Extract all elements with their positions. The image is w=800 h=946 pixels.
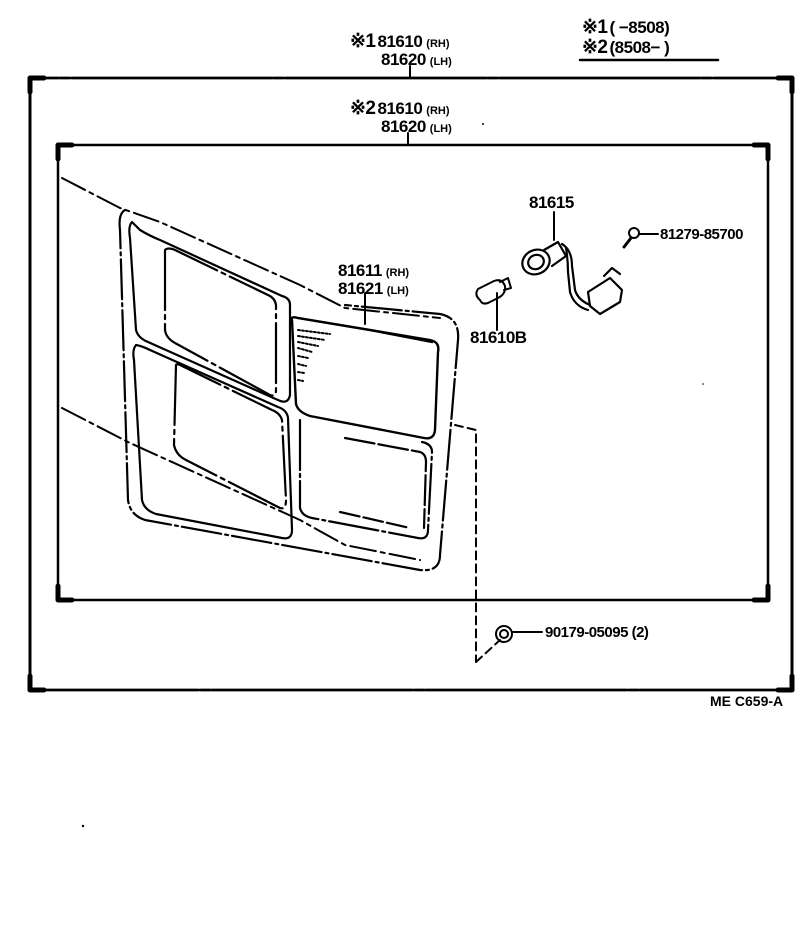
inner-assembly-mark: ※2 [350,98,376,119]
inner-assembly-lh: 81620 [381,117,426,136]
bulb-label: 81610B [470,328,527,347]
inner-assembly-frame [55,142,771,603]
main-lens-lower [298,418,434,540]
note-2-mark: ※2 [582,37,608,58]
socket-label: 81615 [529,193,574,212]
date-range-note: ※1( −8508) ※2(8508− ) [582,17,670,58]
outer-assembly-rh: 81610 [377,32,423,51]
lower-left-window [172,363,288,510]
screw-drawing [622,227,640,249]
outer-assembly-frame [27,75,795,693]
lens-rh-number: 81611 [338,261,382,280]
lens-label: 81611(RH) 81621(LH) [338,261,410,298]
nut-drawing [495,625,513,643]
screw-label: 81279-85700 [660,226,743,243]
note-1-range: ( −8508) [609,18,670,37]
outer-assembly-lh: 81620 [381,50,426,69]
main-lens-upper [290,316,440,440]
outer-assembly-mark: ※1 [350,31,376,52]
note-1-mark: ※1 [582,17,608,38]
body-panel [61,177,441,561]
lamp-housing [118,208,460,572]
socket-drawing [521,240,624,316]
nut-mount-path [454,424,501,663]
upper-left-window [163,247,278,397]
lens-texture [297,329,331,382]
inner-assembly-rh: 81610 [377,99,423,118]
reference-code: ME C659-A [710,693,784,709]
bulb-drawing [475,277,512,305]
nut-label: 90179-05095 (2) [545,624,649,641]
note-2-range: (8508− ) [609,38,670,57]
lens-lh-number: 81621 [338,279,383,298]
